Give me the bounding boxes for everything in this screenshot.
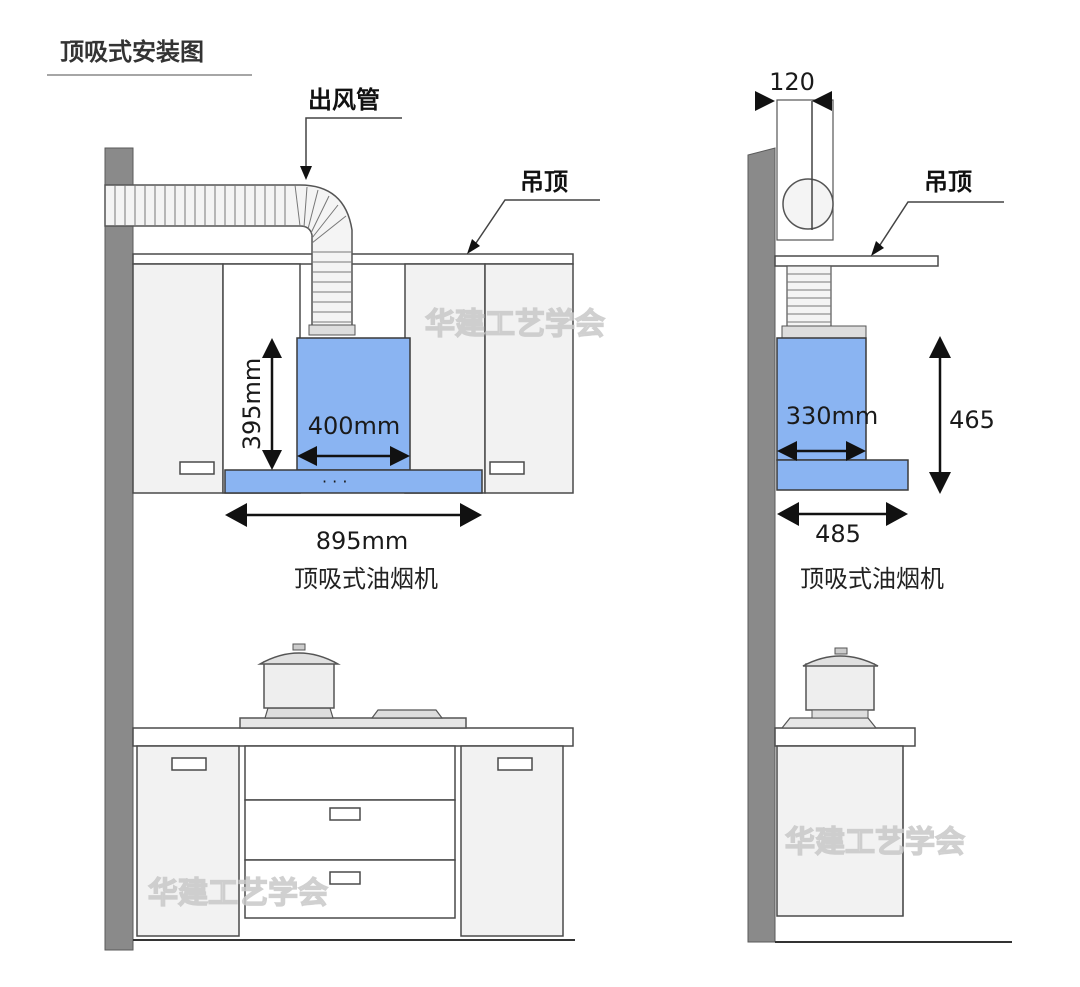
- right-caption: 顶吸式油烟机: [800, 565, 944, 593]
- dim-400-head-left: [297, 446, 317, 466]
- upper-cabinet-handle-left: [179, 461, 215, 475]
- right-wall: [747, 147, 776, 943]
- watermark-2: 华建工艺学会: [785, 825, 965, 860]
- right-ceiling-pointer-head: [871, 241, 884, 256]
- upper-cabinet-4: [484, 263, 574, 494]
- diagram-title: 顶吸式安装图: [60, 38, 204, 66]
- base-cabinet-left: [136, 745, 240, 937]
- right-cooking-pot: [802, 647, 879, 719]
- dim-895-text: 895mm: [316, 527, 409, 555]
- dim-485-head-left: [777, 502, 799, 526]
- right-view: 120 吊顶 330mm 465 485 顶吸式油烟机: [747, 68, 1012, 943]
- dim-895-head-right: [460, 503, 482, 527]
- dim-465-head-bottom: [929, 472, 951, 494]
- dim-330-head-left: [777, 441, 797, 461]
- burner-left: [264, 707, 334, 719]
- right-flex-duct: [781, 265, 867, 339]
- duct-pointer-head: [300, 166, 312, 180]
- right-countertop: [774, 727, 916, 747]
- base-cabinet-right: [460, 745, 564, 937]
- dim-895-head-left: [225, 503, 247, 527]
- left-caption: 顶吸式油烟机: [294, 565, 438, 593]
- right-ceiling-label: 吊顶: [924, 168, 972, 196]
- left-wall: [104, 147, 134, 951]
- base-handle-right: [497, 757, 533, 771]
- dim-395-head-bottom: [262, 450, 282, 470]
- drawer-2-handle: [329, 807, 361, 821]
- right-hood-chimney: [776, 337, 867, 461]
- exhaust-duct: [104, 184, 356, 336]
- drawer-3-handle: [329, 871, 361, 885]
- right-base-cabinet: [776, 745, 904, 917]
- dim-120-text: 120: [769, 68, 815, 96]
- upper-cabinet-2: [222, 263, 301, 494]
- burner-right: [370, 709, 444, 719]
- left-ceiling-pointer-head: [467, 239, 480, 254]
- right-ceiling-pointer: [877, 201, 1004, 249]
- upper-cabinet-3: [404, 263, 486, 494]
- dim-485-text: 485: [815, 520, 861, 548]
- cooking-pot: [257, 643, 341, 709]
- dim-120-head-right: [812, 91, 832, 111]
- right-ceiling-slab: [774, 255, 939, 267]
- cooktop: [239, 717, 467, 729]
- drawer-3: [244, 859, 456, 919]
- duct-label: 出风管: [308, 86, 380, 114]
- upper-cabinet-handle-right: [489, 461, 525, 475]
- dim-465-head-top: [929, 336, 951, 358]
- left-ceiling-label: 吊顶: [520, 168, 568, 196]
- countertop: [132, 727, 574, 747]
- base-handle-left: [171, 757, 207, 771]
- dim-120-head-left: [755, 91, 775, 111]
- dim-395-head-top: [262, 338, 282, 358]
- right-duct-elbow: [782, 178, 834, 230]
- dim-485-head-right: [886, 502, 908, 526]
- duct-pointer: [305, 117, 402, 168]
- dim-395-text: 395mm: [238, 358, 266, 451]
- hood-canopy: [224, 469, 483, 494]
- dim-330-text: 330mm: [786, 402, 879, 430]
- dim-400-head-right: [390, 446, 410, 466]
- watermark-1: 华建工艺学会: [425, 307, 605, 342]
- left-ceiling-slab: [132, 253, 574, 265]
- left-ceiling-pointer: [473, 199, 600, 247]
- dim-330-head-right: [846, 441, 866, 461]
- upper-cabinet-1: [132, 263, 224, 494]
- right-hood-canopy: [776, 459, 909, 491]
- dim-400-text: 400mm: [308, 412, 401, 440]
- dim-465-text: 465: [949, 406, 995, 434]
- right-cooktop: [780, 717, 878, 729]
- watermark-3: 华建工艺学会: [148, 876, 328, 911]
- drawer-1: [244, 745, 456, 801]
- left-view: · · · 出风管 吊顶 395mm 400mm 895mm 顶吸式油烟机: [104, 86, 600, 951]
- hood-indicator-dots: · · ·: [322, 472, 347, 491]
